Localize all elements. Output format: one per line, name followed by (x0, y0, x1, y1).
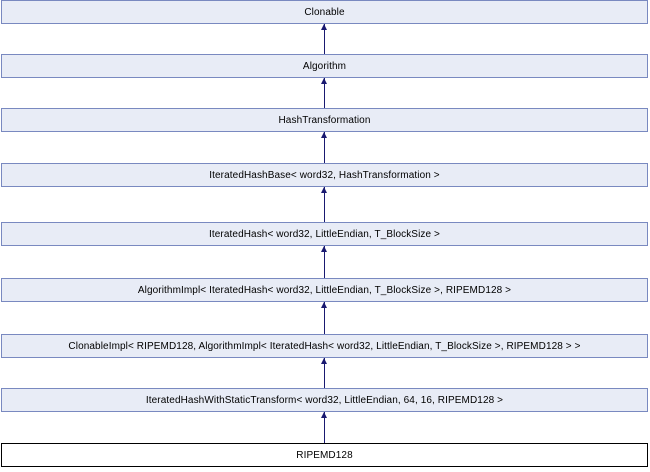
inheritance-arrow (321, 187, 327, 222)
arrowhead-up-icon (321, 358, 327, 364)
inheritance-arrow (321, 132, 327, 163)
inheritance-arrow (321, 358, 327, 388)
class-node-iterated-hash[interactable]: IteratedHash< word32, LittleEndian, T_Bl… (1, 222, 648, 246)
inheritance-arrow (321, 412, 327, 443)
arrowhead-up-icon (321, 187, 327, 193)
arrow-line (324, 187, 325, 222)
class-node-label: RIPEMD128 (296, 449, 353, 461)
class-node-algorithm[interactable]: Algorithm (1, 54, 648, 78)
class-node-label: IteratedHash< word32, LittleEndian, T_Bl… (209, 228, 440, 240)
class-node-label: IteratedHashWithStaticTransform< word32,… (145, 394, 504, 406)
arrowhead-up-icon (321, 24, 327, 30)
class-node-clonable[interactable]: Clonable (1, 0, 648, 24)
class-node-label: ClonableImpl< RIPEMD128, AlgorithmImpl< … (68, 340, 581, 352)
arrow-line (324, 78, 325, 108)
arrow-line (324, 302, 325, 334)
class-node-clonable-impl[interactable]: ClonableImpl< RIPEMD128, AlgorithmImpl< … (1, 334, 648, 358)
arrow-line (324, 132, 325, 163)
class-node-label: Algorithm (302, 60, 347, 72)
inheritance-arrow (321, 302, 327, 334)
arrowhead-up-icon (321, 412, 327, 418)
arrowhead-up-icon (321, 78, 327, 84)
arrow-line (324, 358, 325, 388)
class-node-label: IteratedHashBase< word32, HashTransforma… (209, 169, 440, 181)
class-node-iterated-hash-with-static-transform[interactable]: IteratedHashWithStaticTransform< word32,… (1, 388, 648, 412)
class-node-hash-transformation[interactable]: HashTransformation (1, 108, 648, 132)
arrow-line (324, 412, 325, 443)
inheritance-arrow (321, 24, 327, 54)
inheritance-arrow (321, 78, 327, 108)
arrowhead-up-icon (321, 302, 327, 308)
arrowhead-up-icon (321, 132, 327, 138)
arrow-line (324, 246, 325, 278)
arrow-line (324, 24, 325, 54)
class-node-label: HashTransformation (278, 114, 371, 126)
class-node-algorithm-impl[interactable]: AlgorithmImpl< IteratedHash< word32, Lit… (1, 278, 648, 302)
class-node-iterated-hash-base[interactable]: IteratedHashBase< word32, HashTransforma… (1, 163, 648, 187)
inheritance-arrow (321, 246, 327, 278)
class-node-label: AlgorithmImpl< IteratedHash< word32, Lit… (137, 284, 512, 296)
class-node-label: Clonable (304, 6, 345, 18)
arrowhead-up-icon (321, 246, 327, 252)
class-node-ripemd128[interactable]: RIPEMD128 (1, 443, 648, 467)
